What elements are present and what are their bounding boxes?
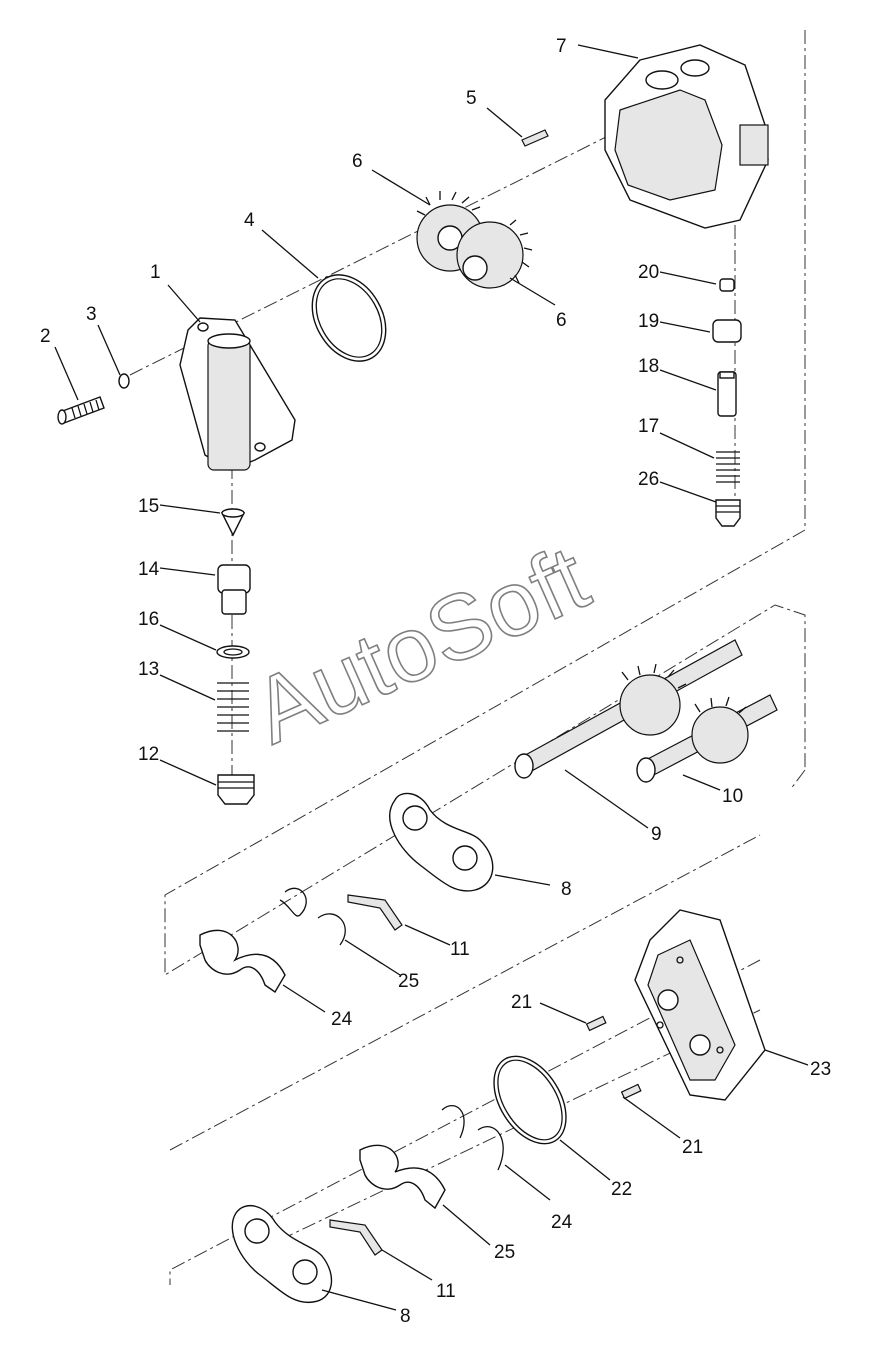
wear-plate-part-8-upper: [389, 792, 494, 892]
callout-17: 17: [638, 416, 659, 437]
callout-12: 12: [138, 744, 159, 765]
leader-lines: [54, 44, 809, 1311]
callout-22: 22: [611, 1179, 632, 1200]
callout-8-upper: 8: [561, 879, 572, 900]
callout-26: 26: [638, 469, 659, 490]
callout-5: 5: [466, 88, 477, 109]
callout-24-lower: 24: [551, 1212, 573, 1233]
callout-16: 16: [138, 609, 159, 630]
callout-15: 15: [138, 496, 159, 517]
callout-25-upper: 25: [398, 971, 419, 992]
watermark-text: AutoSoft: [239, 527, 603, 764]
callout-25-lower: 25: [494, 1242, 515, 1263]
callout-2: 2: [40, 326, 51, 347]
callout-6-lower: 6: [556, 310, 567, 331]
callout-8-lower: 8: [400, 1306, 411, 1327]
callout-11-lower: 11: [436, 1281, 456, 1302]
callout-6-upper: 6: [352, 151, 363, 172]
washer-part-3: [118, 373, 130, 389]
callout-labels: 1 2 3 4 5 6 6 7 8 8 9 10 11 11 12 13 14 …: [40, 36, 831, 1327]
wear-plate-part-8-lower: [231, 1204, 333, 1304]
gears-part-6: [416, 191, 533, 289]
callout-3: 3: [86, 304, 97, 325]
key-part-5: [521, 129, 549, 147]
callout-21-lower: 21: [682, 1137, 703, 1158]
callout-10: 10: [722, 786, 743, 807]
idler-shaft-part-10: [636, 694, 778, 783]
callout-1: 1: [150, 262, 161, 283]
callout-4: 4: [244, 210, 255, 231]
callout-18: 18: [638, 356, 659, 377]
callout-19: 19: [638, 311, 659, 332]
dowel-pin-part-21-lower: [620, 1083, 642, 1100]
seal-ring-part-22: [493, 1055, 567, 1145]
seal-ring-part-4: [311, 274, 387, 362]
seal-parts-upper: [199, 887, 403, 994]
callout-13: 13: [138, 659, 159, 680]
valve-stack-right: [712, 278, 742, 527]
cover-plate-part-1: [179, 317, 296, 471]
pump-housing-part-7: [604, 44, 769, 229]
drive-shaft-part-9: [514, 639, 743, 779]
callout-14: 14: [138, 559, 160, 580]
callout-20: 20: [638, 262, 659, 283]
valve-stack-left: [216, 508, 255, 805]
callout-11-upper: 11: [450, 939, 470, 960]
end-cover-part-23: [634, 909, 766, 1101]
screw-part-2: [57, 396, 105, 425]
callout-7: 7: [556, 36, 567, 57]
callout-24-upper: 24: [331, 1009, 353, 1030]
callout-9: 9: [651, 824, 662, 845]
dowel-pin-part-21-upper: [585, 1015, 607, 1032]
seal-parts-lower: [329, 1105, 504, 1256]
callout-21-upper: 21: [511, 992, 532, 1013]
callout-23: 23: [810, 1059, 831, 1080]
